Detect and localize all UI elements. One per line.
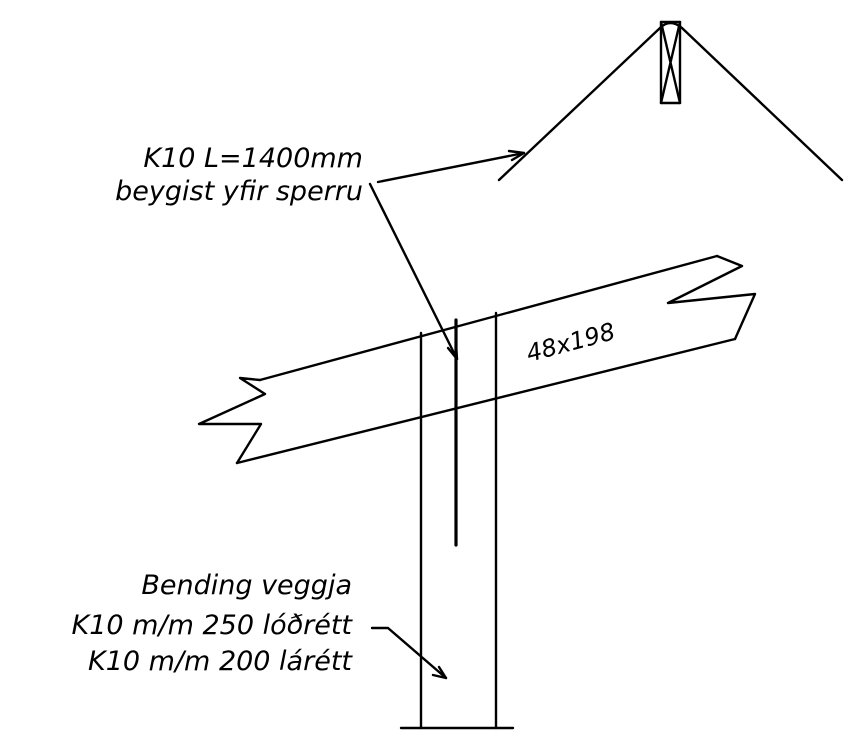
wall-callout-line3: K10 m/m 200 lárétt bbox=[88, 646, 353, 677]
beam-48x198 bbox=[197, 254, 757, 465]
wall-callout-line1: Bending veggja bbox=[141, 570, 352, 601]
wall-callout-line2: K10 m/m 250 lóðrétt bbox=[72, 610, 354, 641]
beam-size-label: 48x198 bbox=[523, 317, 618, 367]
leader-arrowhead bbox=[507, 149, 526, 162]
wall-leader bbox=[370, 626, 448, 680]
wall-post bbox=[399, 311, 515, 730]
rafter-cross-section bbox=[659, 20, 682, 105]
beam-bottom-edge bbox=[235, 337, 737, 465]
beam-break-left bbox=[197, 376, 267, 465]
beam-break-right bbox=[666, 254, 757, 341]
roof-line bbox=[497, 21, 844, 182]
rebar-leader-post bbox=[368, 182, 459, 361]
leader-arrowhead bbox=[431, 665, 448, 680]
rebar-leader-roof bbox=[376, 149, 526, 184]
rafter-cross-mark bbox=[659, 20, 682, 105]
rebar-callout-line1: K10 L=1400mm bbox=[143, 143, 363, 174]
beam-top-edge bbox=[258, 254, 719, 382]
roof-apex-section bbox=[497, 20, 844, 182]
rebar-callout-line2: beygist yfir sperru bbox=[115, 176, 363, 207]
